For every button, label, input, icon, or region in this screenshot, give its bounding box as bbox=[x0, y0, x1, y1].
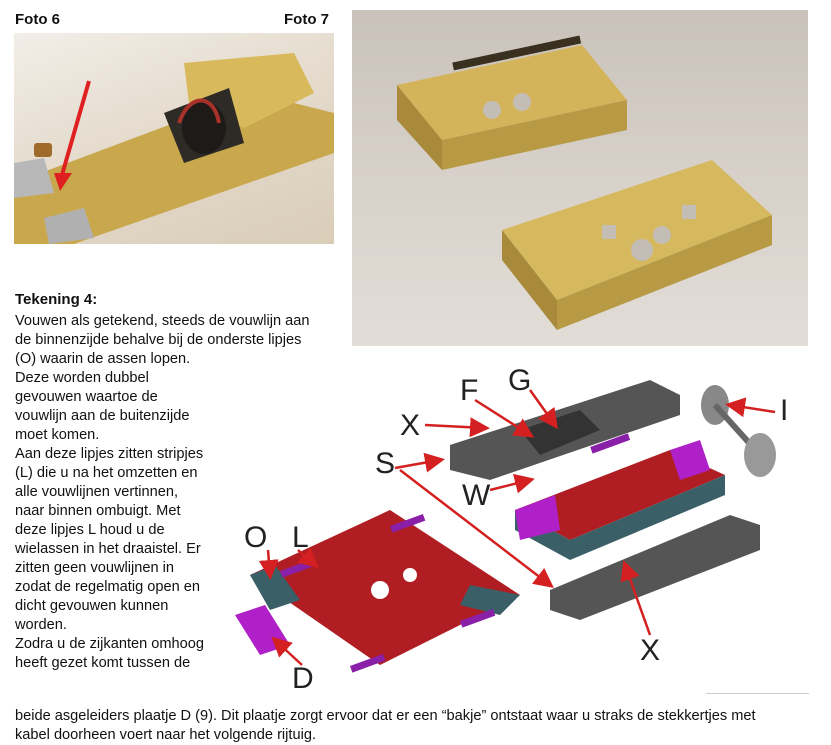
photo-7-brass-frames bbox=[352, 10, 808, 346]
text-line: dicht gevouwen kunnen bbox=[15, 598, 169, 614]
text-line: vouwlijn aan de buitenzijde bbox=[15, 408, 190, 424]
label-d: D bbox=[292, 662, 314, 695]
text-line: alle vouwlijnen vertinnen, bbox=[15, 484, 179, 500]
text-line: (L) die u na het omzetten en bbox=[15, 465, 198, 481]
instruction-paragraph-middle: Deze worden dubbel gevouwen waartoe de v… bbox=[15, 369, 230, 673]
divider bbox=[706, 693, 809, 694]
text-line: Vouwen als getekend, steeds de vouwlijn … bbox=[15, 313, 310, 329]
instruction-paragraph-top: Vouwen als getekend, steeds de vouwlijn … bbox=[15, 312, 345, 369]
caption-foto-7: Foto 7 bbox=[284, 11, 329, 28]
text-line: Aan deze lipjes zitten stripjes bbox=[15, 446, 204, 462]
bogie-bottom-frame bbox=[550, 515, 760, 620]
text-line: Zodra u de zijkanten omhoog bbox=[15, 636, 205, 652]
folded-plate-red bbox=[515, 450, 725, 540]
text-line: deze lipjes L houd u de bbox=[15, 522, 165, 538]
instruction-paragraph-bottom: beide asgeleiders plaatje D (9). Dit pla… bbox=[15, 707, 825, 745]
text-line: kabel doorheen voert naar het volgende r… bbox=[15, 727, 316, 743]
photo-6-bogie-with-motor bbox=[14, 33, 334, 244]
caption-foto-6: Foto 6 bbox=[15, 11, 60, 28]
label-i: I bbox=[780, 394, 788, 427]
text-line: moet komen. bbox=[15, 427, 100, 443]
text-line: beide asgeleiders plaatje D (9). Dit pla… bbox=[15, 708, 756, 724]
text-line: de binnenzijde behalve bij de onderste l… bbox=[15, 332, 302, 348]
exploded-bogie-diagram: F G X I S W O L D X bbox=[230, 360, 815, 695]
drawing-heading: Tekening 4: bbox=[15, 291, 98, 308]
label-l: L bbox=[292, 521, 309, 554]
text-line: naar binnen ombuigt. Met bbox=[15, 503, 181, 519]
text-line: Deze worden dubbel bbox=[15, 370, 149, 386]
text-line: gevouwen waartoe de bbox=[15, 389, 158, 405]
text-line: (O) waarin de assen lopen. bbox=[15, 351, 191, 367]
text-line: wielassen in het draaistel. Er bbox=[15, 541, 201, 557]
label-s: S bbox=[375, 447, 395, 480]
label-f: F bbox=[460, 374, 478, 407]
label-g: G bbox=[508, 364, 531, 397]
text-line: zitten geen vouwlijnen in bbox=[15, 560, 175, 576]
text-line: heeft gezet komt tussen de bbox=[15, 655, 191, 671]
label-w: W bbox=[462, 479, 491, 512]
text-line: zodat de regelmatig open en bbox=[15, 579, 200, 595]
label-x-top: X bbox=[400, 409, 420, 442]
label-o: O bbox=[244, 521, 267, 554]
label-x-bottom: X bbox=[640, 634, 660, 667]
text-line: worden. bbox=[15, 617, 67, 633]
